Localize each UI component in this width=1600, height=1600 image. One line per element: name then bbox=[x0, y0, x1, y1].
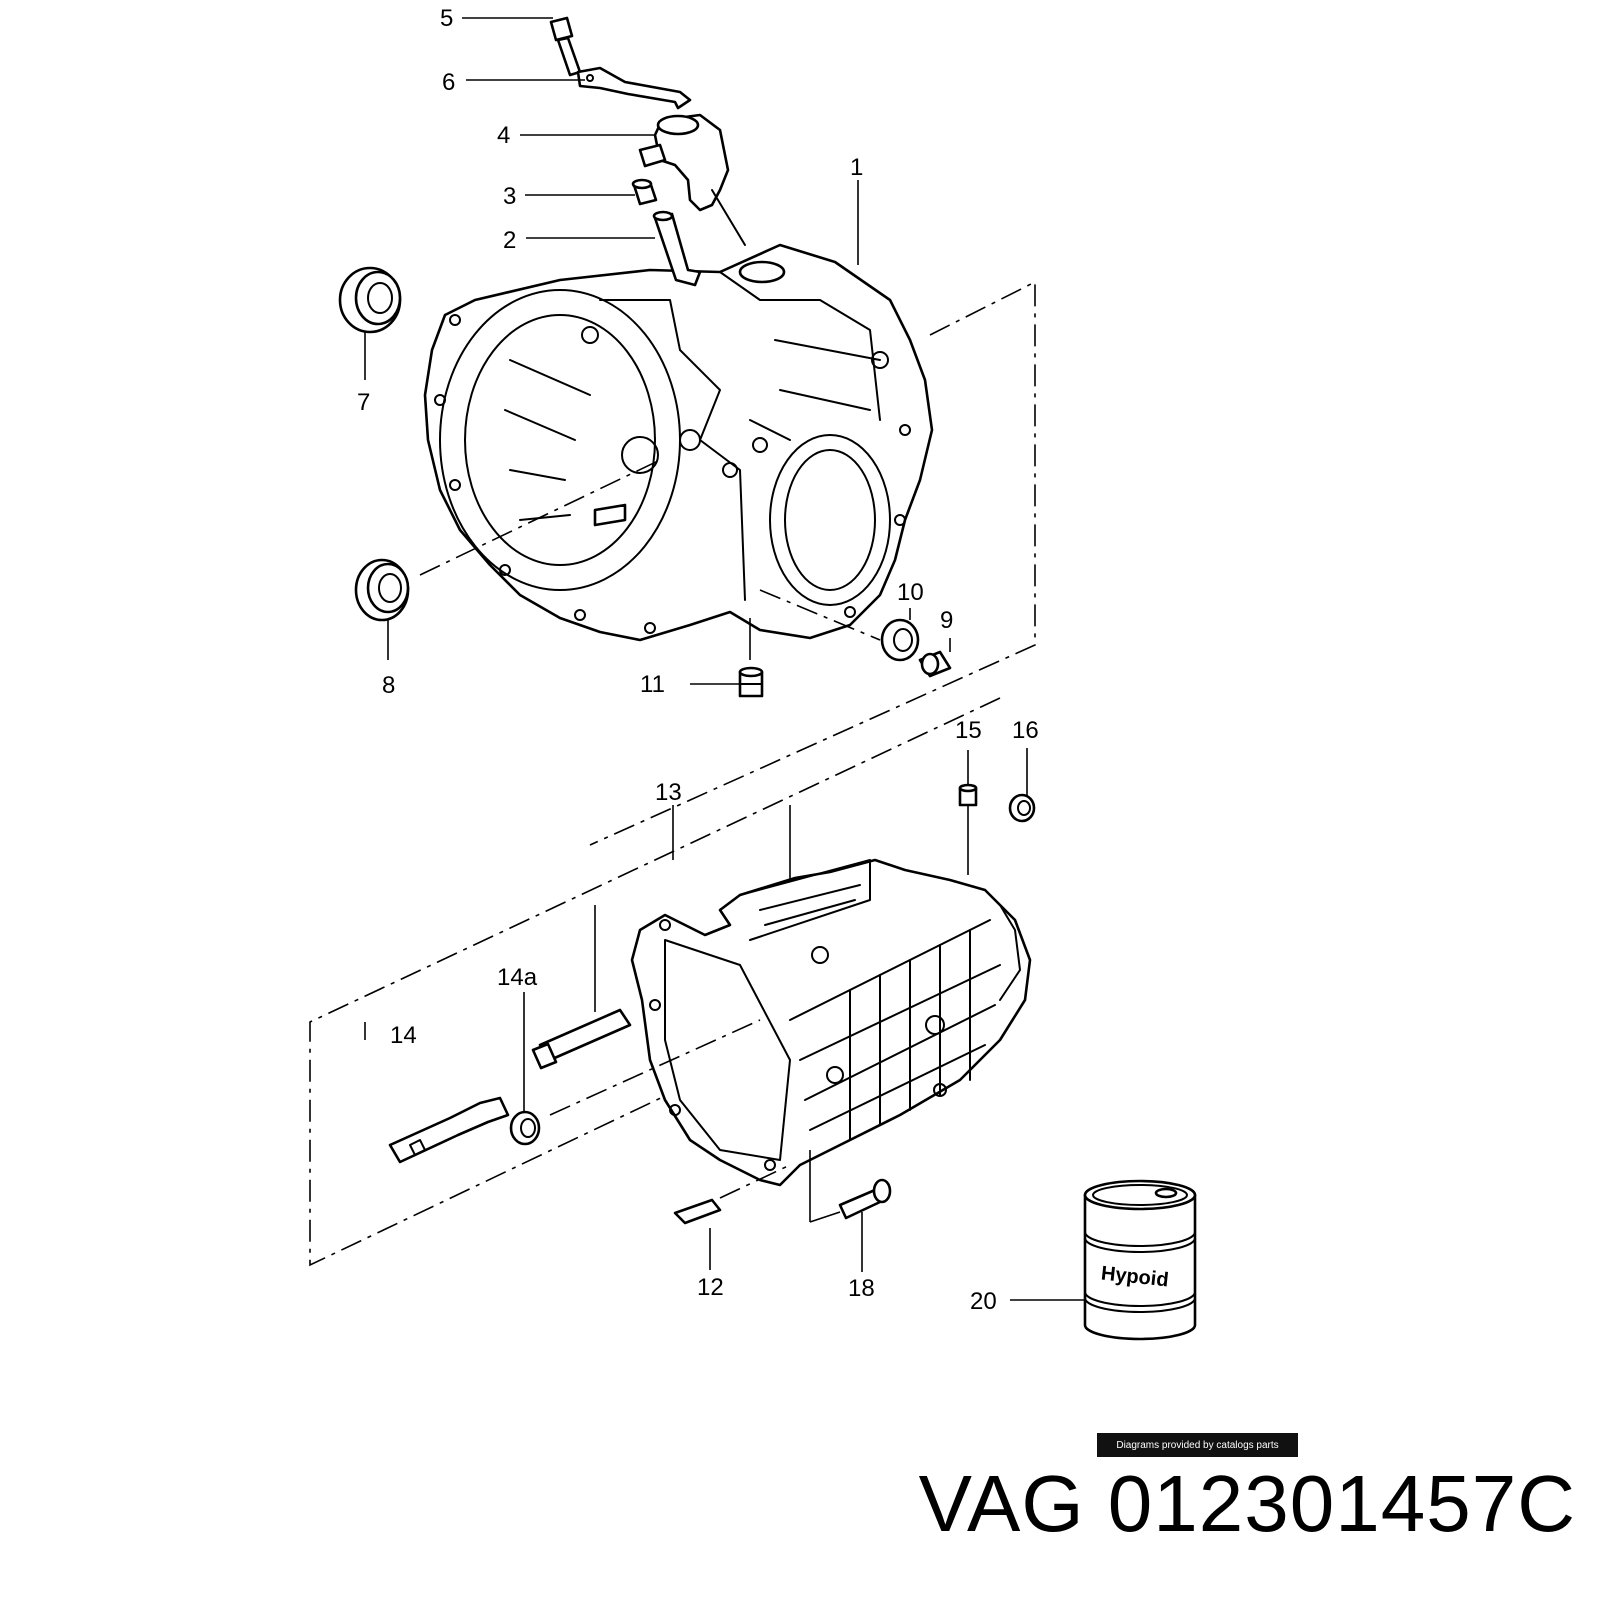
bushing-part-11 bbox=[738, 666, 764, 698]
callout-4: 4 bbox=[497, 122, 510, 149]
callout-5: 5 bbox=[440, 5, 453, 32]
callout-10: 10 bbox=[897, 579, 924, 606]
callout-9: 9 bbox=[940, 607, 953, 634]
rod-part-14 bbox=[531, 1008, 632, 1070]
sensor-part-4 bbox=[638, 113, 746, 246]
callout-labels: 5 6 4 3 2 1 7 8 10 9 11 15 16 13 14a 14 … bbox=[357, 5, 1039, 1315]
callout-12: 12 bbox=[697, 1274, 724, 1301]
callout-14: 14 bbox=[390, 1022, 417, 1049]
seal-part-7 bbox=[338, 266, 402, 334]
shaft-part-14a bbox=[388, 1096, 541, 1164]
callout-16: 16 bbox=[1012, 717, 1039, 744]
bushing-part-10 bbox=[880, 618, 920, 662]
bracket-part-6 bbox=[576, 66, 692, 110]
callout-1: 1 bbox=[850, 154, 863, 181]
seal-part-8 bbox=[354, 558, 410, 622]
callout-13: 13 bbox=[655, 779, 682, 806]
pin-part-2 bbox=[652, 210, 702, 287]
ring-part-16 bbox=[1008, 793, 1036, 823]
callout-20: 20 bbox=[970, 1288, 997, 1315]
pin-part-15 bbox=[958, 783, 978, 807]
upper-assembly-outline bbox=[589, 280, 1036, 846]
leader-lines bbox=[364, 17, 1085, 1301]
callout-7: 7 bbox=[357, 389, 370, 416]
callout-8: 8 bbox=[382, 672, 395, 699]
callout-11: 11 bbox=[640, 671, 665, 698]
diagram-credit-badge: Diagrams provided by catalogs parts bbox=[1097, 1433, 1298, 1457]
callout-6: 6 bbox=[442, 69, 455, 96]
bolt-part-18 bbox=[838, 1178, 892, 1220]
transmission-housing-lower bbox=[630, 858, 1032, 1187]
callout-3: 3 bbox=[503, 183, 516, 210]
callout-2: 2 bbox=[503, 227, 516, 254]
callout-18: 18 bbox=[848, 1275, 875, 1302]
plug-part-3 bbox=[631, 178, 658, 206]
callout-15: 15 bbox=[955, 717, 982, 744]
lower-assembly-outline bbox=[309, 697, 1004, 1267]
transmission-housing-upper bbox=[423, 243, 934, 642]
pin-part-9 bbox=[918, 650, 952, 678]
callout-14a: 14a bbox=[497, 964, 538, 991]
part-number-title: VAG 012301457C bbox=[918, 1459, 1576, 1548]
key-part-12 bbox=[673, 1198, 722, 1225]
hypoid-oil-drum: Hypoid bbox=[1083, 1179, 1197, 1341]
bolt-part-5 bbox=[549, 16, 582, 77]
